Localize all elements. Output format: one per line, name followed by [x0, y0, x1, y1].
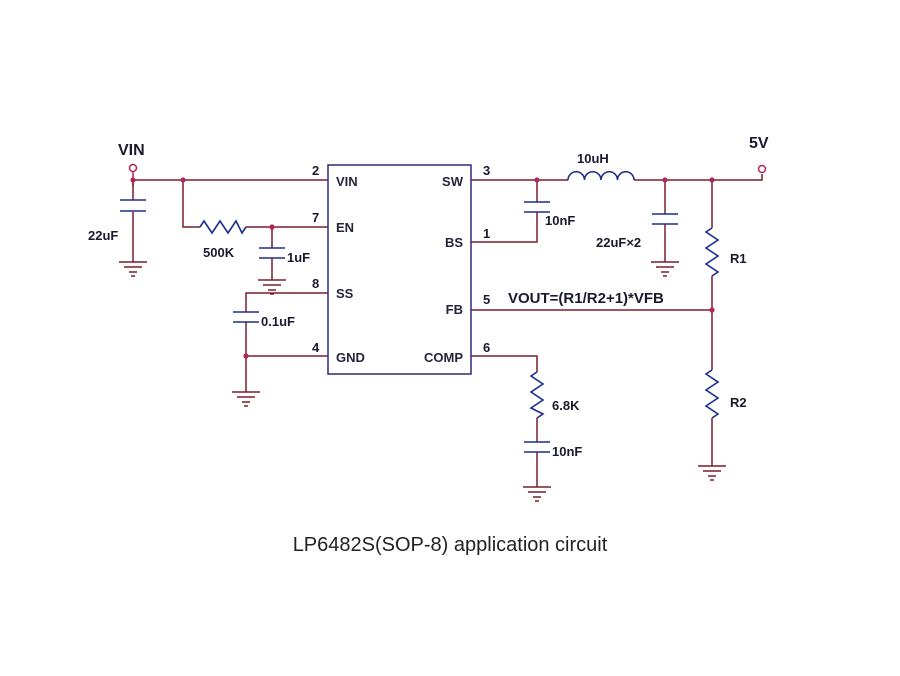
ic-pin-number-4: 4: [312, 340, 320, 355]
capacitor-cin-icon: [120, 199, 146, 212]
ic-pin-name-gnd: GND: [336, 350, 365, 365]
ic-pin-number-8: 8: [312, 276, 319, 291]
ground-icon: [651, 261, 679, 277]
ic-pin-name-sw: SW: [442, 174, 464, 189]
ground-icon: [232, 391, 260, 407]
ic-pin-name-bs: BS: [445, 235, 463, 250]
capacitor-ccomp-icon: [524, 441, 550, 453]
junction-dot: [662, 177, 668, 183]
resistor-rcomp-icon: [529, 371, 545, 419]
wire-vin-rail: [132, 179, 328, 186]
junction-dot: [180, 177, 186, 183]
r1-label: R1: [730, 251, 747, 266]
ic-pin-number-1: 1: [483, 226, 490, 241]
cin-value-label: 22uF: [88, 228, 118, 243]
ic-pin-name-ss: SS: [336, 286, 354, 301]
ground-icon: [258, 279, 286, 295]
ic-pin-number-3: 3: [483, 163, 490, 178]
ic-pin-number-2: 2: [312, 163, 319, 178]
capacitor-css-icon: [233, 311, 259, 323]
resistor-r2-icon: [704, 369, 720, 419]
vout-formula: VOUT=(R1/R2+1)*VFB: [508, 290, 664, 307]
rcomp-value-label: 6.8K: [552, 398, 580, 413]
inductor-value-label: 10uH: [577, 151, 609, 166]
inductor-icon: [567, 171, 635, 181]
css-value-label: 0.1uF: [261, 314, 295, 329]
wire-en: [182, 180, 328, 228]
wire-cbs: [471, 180, 538, 243]
ic-pin-name-comp: COMP: [424, 350, 463, 365]
wire-comp: [471, 355, 538, 487]
ground-icon: [698, 465, 726, 481]
vin-label: VIN: [118, 142, 145, 159]
r2-label: R2: [730, 395, 747, 410]
ccomp-value-label: 10nF: [552, 444, 582, 459]
cout-value-label: 22uF×2: [596, 235, 641, 250]
ic-pin-number-7: 7: [312, 210, 319, 225]
resistor-ren-icon: [199, 219, 247, 235]
junction-dot: [534, 177, 540, 183]
grounds: [119, 261, 726, 502]
junction-dot: [243, 353, 249, 359]
ground-icon: [523, 486, 551, 502]
cen-value-label: 1uF: [287, 250, 310, 265]
diagram-caption: LP6482S(SOP-8) application circuit: [292, 534, 608, 556]
capacitor-cen-icon: [259, 247, 285, 259]
ic-pin-name-vin: VIN: [336, 174, 358, 189]
junction-dot: [269, 224, 275, 230]
vin-terminal-icon: [128, 163, 138, 173]
wires: [132, 174, 763, 487]
ic-body: [327, 164, 472, 375]
wire-sw: [471, 174, 763, 181]
capacitor-cbs-icon: [524, 201, 550, 213]
resistor-r1-icon: [704, 227, 720, 277]
ic-pin-number-6: 6: [483, 340, 490, 355]
capacitor-cout-icon: [652, 213, 678, 225]
ren-value-label: 500K: [203, 245, 235, 260]
cbs-value-label: 10nF: [545, 213, 575, 228]
ic-pin-number-5: 5: [483, 292, 490, 307]
junction-dot: [709, 177, 715, 183]
vout-label: 5V: [749, 135, 769, 152]
vout-terminal-icon: [757, 164, 767, 174]
ic-pin-name-fb: FB: [446, 302, 463, 317]
ground-icon: [119, 261, 147, 277]
ic-pin-name-en: EN: [336, 220, 354, 235]
components: [120, 171, 720, 453]
junction-dot: [709, 307, 715, 313]
